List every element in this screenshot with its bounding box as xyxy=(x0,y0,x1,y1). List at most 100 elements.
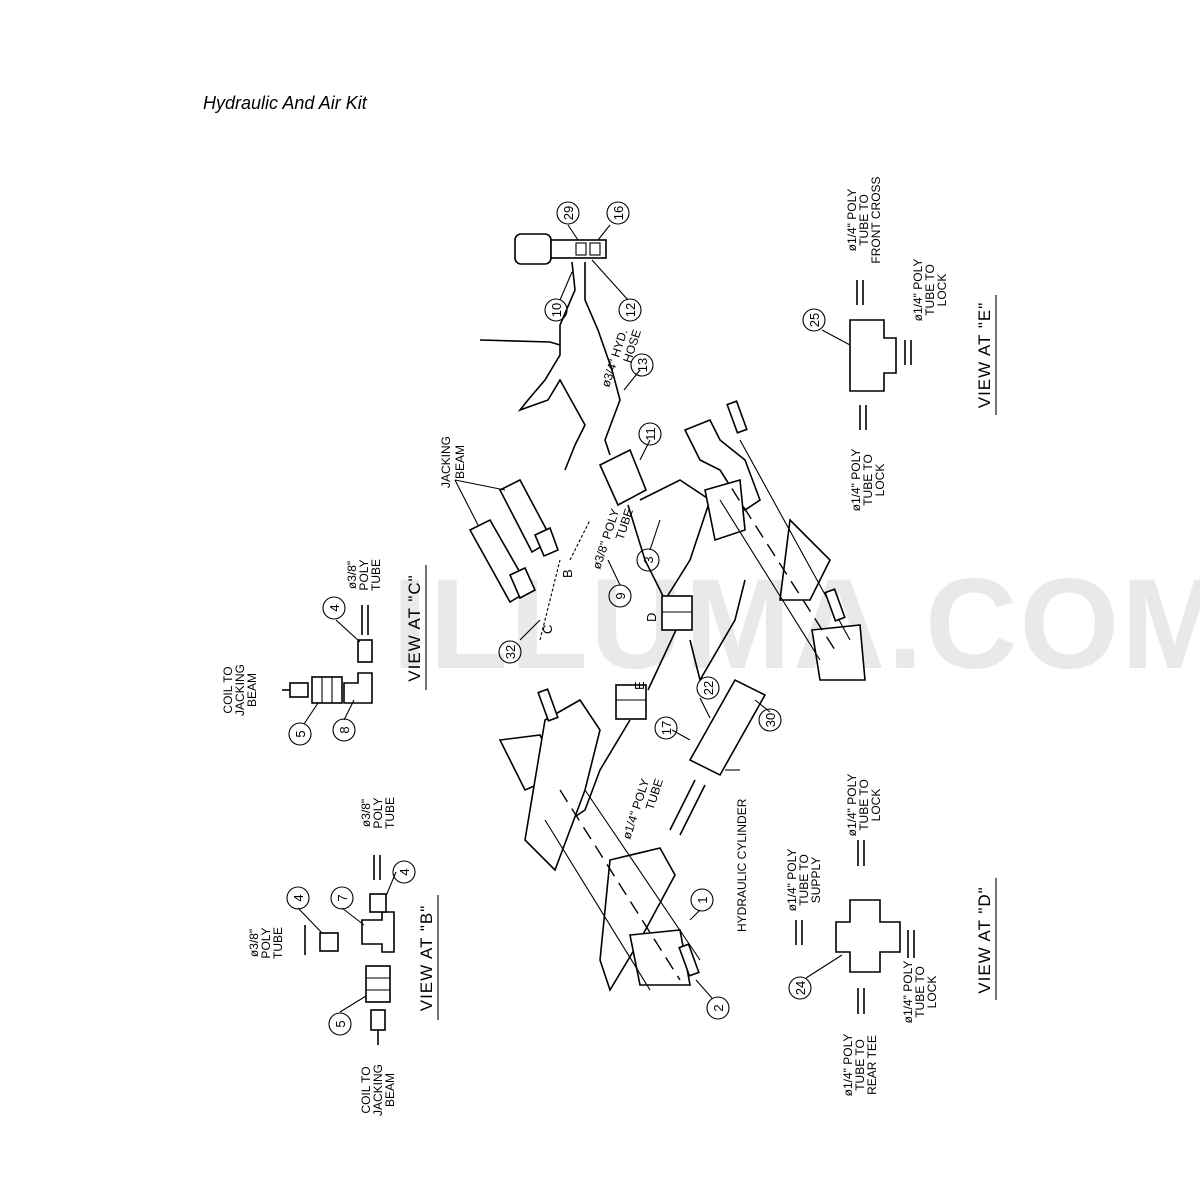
svg-text:5: 5 xyxy=(293,730,308,737)
svg-text:TUBE: TUBE xyxy=(271,927,285,959)
svg-text:BEAM: BEAM xyxy=(245,673,259,707)
svg-text:TUBE TO: TUBE TO xyxy=(913,966,927,1018)
view-d-lock-label-top: ø1/4" POLY TUBE TO LOCK xyxy=(845,774,883,837)
svg-text:11: 11 xyxy=(643,427,658,441)
svg-text:TUBE TO: TUBE TO xyxy=(923,264,937,316)
svg-text:TUBE TO: TUBE TO xyxy=(797,854,811,906)
svg-text:16: 16 xyxy=(611,206,626,220)
svg-text:17: 17 xyxy=(659,721,674,735)
callout-b-7-text: 7 xyxy=(335,894,350,901)
upper-right-block xyxy=(811,624,866,681)
view-b-group: 4 7 4 5 COIL TO JACKING BEAM ø3/8" POLY … xyxy=(247,797,439,1116)
view-b-tee-fitting xyxy=(361,911,395,953)
svg-text:ø1/4" POLY: ø1/4" POLY xyxy=(911,259,925,322)
svg-text:29: 29 xyxy=(561,206,576,220)
letter-b: B xyxy=(560,569,575,578)
view-e-tee xyxy=(849,319,897,392)
callout-9 xyxy=(608,584,632,608)
view-e-front-cross-label: ø1/4" POLY TUBE TO FRONT CROSS xyxy=(845,176,883,263)
callout-b-5-text: 5 xyxy=(333,1020,348,1027)
callout-25 xyxy=(802,308,826,332)
hose-to-cylinder xyxy=(627,479,711,602)
svg-text:ø1/4" POLY: ø1/4" POLY xyxy=(785,849,799,912)
view-d-supply-label: ø1/4" POLY TUBE TO SUPPLY xyxy=(785,849,823,912)
callout-30 xyxy=(758,708,782,732)
coil-c xyxy=(539,559,561,641)
tee-d xyxy=(661,595,693,631)
svg-text:ø1/4" POLY: ø1/4" POLY xyxy=(849,449,863,512)
coil-b xyxy=(569,519,591,561)
callout-c-4 xyxy=(322,596,346,620)
svg-text:1: 1 xyxy=(695,896,710,903)
svg-text:COIL TO: COIL TO xyxy=(359,1066,373,1113)
svg-text:ø3/8": ø3/8" xyxy=(359,799,373,827)
svg-text:SUPPLY: SUPPLY xyxy=(809,857,823,903)
svg-text:ø1/4" POLY: ø1/4" POLY xyxy=(845,774,859,837)
view-c-poly-label: ø3/8" POLY TUBE xyxy=(345,559,383,591)
callout-17 xyxy=(654,716,678,740)
svg-text:ø1/4" POLY: ø1/4" POLY xyxy=(841,1034,855,1097)
callout-16 xyxy=(606,201,630,225)
upper-air-chamber-pin xyxy=(726,400,748,434)
svg-text:10: 10 xyxy=(549,303,564,317)
svg-text:3: 3 xyxy=(641,556,656,563)
view-b-coil-fitting xyxy=(370,1009,386,1031)
poly14-main-label: ø1/4" POLY TUBE xyxy=(620,777,666,841)
view-c-title: VIEW AT "C" xyxy=(405,574,424,681)
poly38-main-label: ø3/8" POLY TUBE xyxy=(590,507,636,571)
callout-3 xyxy=(636,548,660,572)
callout-c-8 xyxy=(332,718,356,742)
svg-text:ø3/8": ø3/8" xyxy=(345,561,359,589)
svg-text:8: 8 xyxy=(337,726,352,733)
lower-left-arm xyxy=(524,698,601,872)
svg-text:13: 13 xyxy=(635,358,650,372)
svg-text:FRONT CROSS: FRONT CROSS xyxy=(869,176,883,263)
callout-b-4a xyxy=(286,886,310,910)
svg-text:TUBE TO: TUBE TO xyxy=(857,779,871,831)
svg-text:TUBE TO: TUBE TO xyxy=(861,454,875,506)
letter-e: E xyxy=(632,681,647,690)
view-d-cross xyxy=(835,899,901,973)
callout-29 xyxy=(556,201,580,225)
tee-e xyxy=(615,684,647,720)
svg-text:25: 25 xyxy=(807,313,822,327)
svg-text:COIL TO: COIL TO xyxy=(221,666,235,713)
jacking-beam-label: JACKING BEAM xyxy=(439,436,467,488)
view-b-poly-label-a: ø3/8" POLY TUBE xyxy=(247,927,285,959)
svg-text:POLY: POLY xyxy=(357,559,371,590)
view-c-group: 4 5 8 COIL TO JACKING BEAM ø3/8" POLY TU… xyxy=(221,559,427,746)
pump-valve-body xyxy=(550,239,607,259)
view-c-union-fitting xyxy=(311,676,343,704)
axle-centerline-upper xyxy=(719,469,836,651)
view-b-union-fitting xyxy=(365,965,391,1003)
cylinder-rod xyxy=(669,779,696,831)
callout-b-4b-text: 4 xyxy=(397,868,412,875)
lower-air-chamber-pin xyxy=(537,688,559,722)
view-d-rear-tee-label: ø1/4" POLY TUBE TO REAR TEE xyxy=(841,1034,879,1097)
view-b-fitting-4b xyxy=(369,893,387,913)
pump-motor xyxy=(514,233,552,265)
svg-text:TUBE: TUBE xyxy=(369,559,383,591)
view-b-poly-label-b: ø3/8" POLY TUBE xyxy=(359,797,397,829)
main-assembly: JACKING BEAM C B 29 16 10 12 ø3/4" HYD. … xyxy=(439,201,866,1020)
svg-text:ø1/4" POLY: ø1/4" POLY xyxy=(845,189,859,252)
view-b-coil-label: COIL TO JACKING BEAM xyxy=(359,1064,397,1116)
callout-2 xyxy=(706,996,730,1020)
svg-text:LOCK: LOCK xyxy=(869,789,883,822)
view-e-title: VIEW AT "E" xyxy=(975,302,994,409)
callout-32 xyxy=(498,640,522,664)
view-d-lock-label-bottom: ø1/4" POLY TUBE TO LOCK xyxy=(901,961,939,1024)
callout-b-7 xyxy=(330,886,354,910)
svg-text:9: 9 xyxy=(613,592,628,599)
svg-text:22: 22 xyxy=(701,681,716,695)
hydraulic-hose-main xyxy=(584,262,621,456)
page-title: Hydraulic And Air Kit xyxy=(203,93,367,113)
callout-b-4b xyxy=(392,860,416,884)
svg-text:JACKING: JACKING xyxy=(439,436,453,488)
svg-text:TUBE TO: TUBE TO xyxy=(857,194,871,246)
svg-text:LOCK: LOCK xyxy=(935,274,949,307)
svg-text:ø3/8": ø3/8" xyxy=(247,929,261,957)
svg-text:BEAM: BEAM xyxy=(453,445,467,479)
hydraulic-cylinder-body xyxy=(688,678,767,777)
